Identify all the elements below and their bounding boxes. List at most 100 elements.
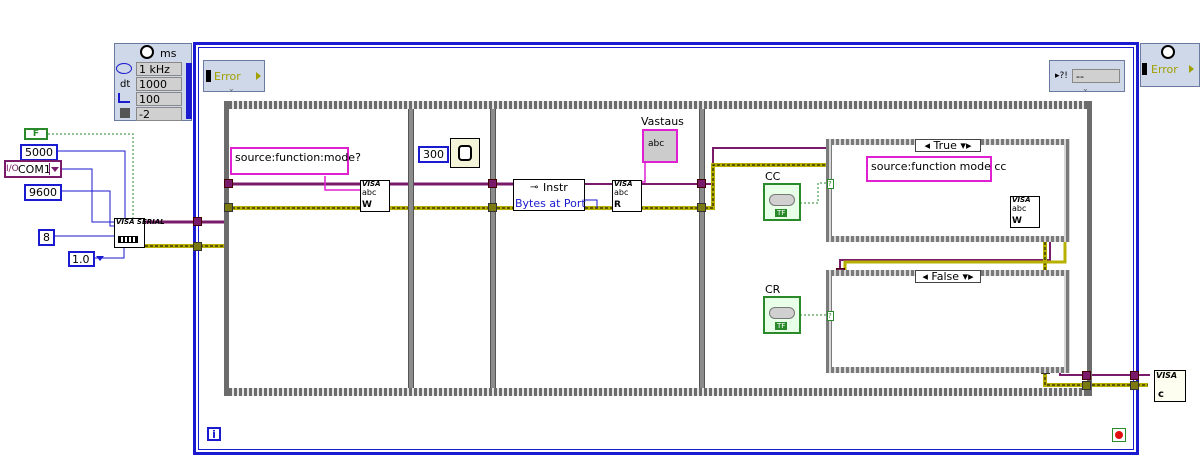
case-label: False bbox=[931, 270, 960, 283]
serial-port-icon bbox=[118, 236, 138, 243]
error-out-value: -- bbox=[1072, 69, 1120, 83]
visa-label: VISA bbox=[614, 180, 633, 188]
error-tunnel bbox=[488, 203, 497, 212]
tf-label: TF bbox=[775, 209, 788, 217]
refnum-tunnel bbox=[193, 217, 202, 226]
error-in-label: Error bbox=[214, 70, 241, 83]
cc-label: CC bbox=[765, 170, 781, 183]
right-arrow-icon[interactable]: ▸ bbox=[968, 270, 974, 283]
chevron-down-icon bbox=[96, 256, 104, 261]
error-out-label: Error bbox=[1151, 63, 1178, 76]
arrow-icon bbox=[1189, 65, 1194, 73]
case-label: True bbox=[933, 139, 957, 152]
stop-icon bbox=[1115, 431, 1123, 439]
visa-label: VISA bbox=[362, 180, 381, 188]
property-node[interactable] bbox=[513, 179, 585, 211]
abc-glyph: abc bbox=[362, 188, 377, 197]
source-icon bbox=[116, 63, 132, 74]
wait-constant[interactable]: 300 bbox=[418, 146, 449, 163]
sequence-bottom-border bbox=[224, 388, 1092, 396]
right-arrow-icon[interactable]: ▸ bbox=[965, 139, 972, 152]
toggle-icon bbox=[769, 307, 795, 319]
clock-icon bbox=[1161, 45, 1175, 59]
chevron-down-icon[interactable]: ▾ bbox=[960, 139, 966, 152]
dt-label: dt bbox=[120, 79, 131, 90]
write-icon: W bbox=[1012, 216, 1022, 226]
query-string-constant[interactable]: source:function:mode? bbox=[230, 147, 361, 175]
resource-value: COM1 bbox=[18, 163, 51, 176]
error-tunnel bbox=[193, 242, 202, 251]
write-icon: W bbox=[362, 200, 372, 210]
toggle-icon bbox=[769, 194, 795, 206]
refnum-tunnel bbox=[1130, 371, 1139, 380]
chevron-down-icon bbox=[51, 167, 59, 172]
case-body bbox=[832, 276, 1064, 367]
refnum-tunnel bbox=[488, 179, 497, 188]
class-icon: ⊸ bbox=[530, 182, 539, 193]
resource-constant[interactable] bbox=[4, 160, 62, 178]
chevron-down-icon: ⌄ bbox=[228, 84, 235, 93]
info-icon[interactable]: i bbox=[207, 427, 221, 441]
visa-serial-label: VISA SERIAL bbox=[116, 218, 165, 226]
visa-close-node[interactable] bbox=[1154, 370, 1186, 402]
selector-terminal: ? bbox=[827, 179, 834, 189]
priority-value[interactable]: -2 bbox=[136, 107, 182, 121]
abc-glyph: abc bbox=[1012, 204, 1027, 213]
abc-glyph: abc bbox=[614, 188, 629, 197]
left-data-node[interactable] bbox=[203, 60, 265, 92]
dropdown-icon[interactable] bbox=[49, 163, 60, 175]
offset-value[interactable]: 100 bbox=[136, 92, 182, 106]
sequence-top-border bbox=[224, 101, 1092, 109]
offset-icon bbox=[118, 93, 130, 103]
clock-icon bbox=[140, 45, 154, 59]
refnum-tunnel bbox=[1082, 371, 1091, 380]
string-indicator bbox=[642, 129, 678, 163]
error-tunnel bbox=[224, 203, 233, 212]
error-tunnel bbox=[1082, 381, 1091, 390]
indicator-label: Vastaus bbox=[641, 115, 684, 128]
visa-configure-serial-node[interactable] bbox=[114, 218, 145, 248]
data-bits-constant[interactable]: 8 bbox=[38, 229, 55, 246]
indicator-glyph: abc bbox=[648, 139, 665, 149]
error-tunnel bbox=[1130, 381, 1139, 390]
frame-divider bbox=[408, 109, 414, 388]
unit-label: ms bbox=[160, 47, 177, 60]
chevron-down-icon[interactable]: ▾ bbox=[962, 270, 969, 283]
timeout-constant[interactable]: 5000 bbox=[20, 144, 58, 161]
baud-constant[interactable]: 9600 bbox=[24, 184, 62, 201]
watch-icon bbox=[458, 145, 472, 161]
frame-divider bbox=[699, 109, 705, 388]
visa-write-node[interactable] bbox=[360, 180, 390, 212]
close-icon: c bbox=[1158, 389, 1164, 400]
io-icon: I/O bbox=[6, 164, 19, 174]
error-tunnel bbox=[697, 203, 706, 212]
visa-read-node[interactable] bbox=[612, 180, 642, 212]
property-name: Bytes at Port bbox=[515, 197, 586, 210]
refnum-tunnel bbox=[224, 179, 233, 188]
visa-label: VISA bbox=[1012, 196, 1031, 204]
tf-label: TF bbox=[775, 322, 788, 330]
frame-divider bbox=[490, 109, 496, 388]
left-arrow-icon[interactable]: ◂ bbox=[922, 270, 928, 283]
visa-close-label: VISA bbox=[1156, 371, 1178, 380]
case-selector-true[interactable]: ◂ True ▾▸ bbox=[915, 139, 981, 152]
chevron-down-icon: ⌄ bbox=[1082, 84, 1089, 93]
bool-false-constant[interactable]: F bbox=[24, 128, 48, 140]
warning-icon: ▸?! bbox=[1055, 71, 1068, 81]
cr-label: CR bbox=[765, 283, 781, 296]
visa-write-node-case[interactable] bbox=[1010, 196, 1040, 228]
input-node-bar bbox=[186, 63, 192, 119]
set-mode-string-constant[interactable]: source:function mode cc bbox=[866, 156, 1006, 182]
stop-bits-constant[interactable] bbox=[68, 251, 95, 267]
frame-edge bbox=[1087, 101, 1092, 396]
frame-edge bbox=[224, 101, 229, 396]
source-value[interactable]: 1 kHz bbox=[136, 62, 182, 76]
property-class: Instr bbox=[543, 181, 568, 194]
stop-bits-value: 1.0 bbox=[72, 253, 90, 266]
case-selector-false[interactable]: ◂ False ▾▸ bbox=[915, 270, 981, 283]
read-icon: R bbox=[614, 200, 621, 210]
priority-icon bbox=[120, 108, 130, 118]
dt-value[interactable]: 1000 bbox=[136, 77, 182, 91]
left-arrow-icon[interactable]: ◂ bbox=[924, 139, 931, 152]
